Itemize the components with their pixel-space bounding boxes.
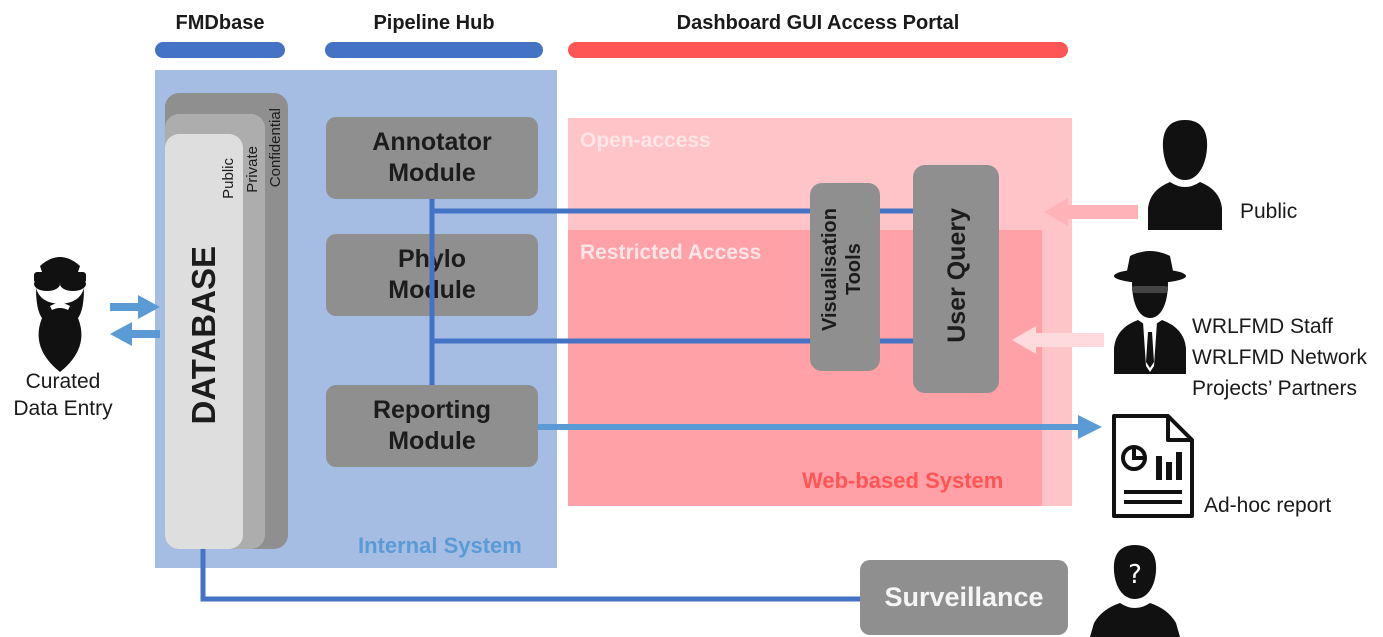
data-entry-arrows <box>110 295 160 346</box>
staff-label-3: Projects’ Partners <box>1192 377 1357 400</box>
annotator-module: Annotator Module <box>326 117 538 199</box>
report-document-icon <box>1112 414 1194 518</box>
visualisation-tools-label: Visualisation Tools <box>819 208 865 332</box>
restricted-access-label: Restricted Access <box>580 241 762 264</box>
web-based-system-label: Web-based System <box>802 468 1004 493</box>
header-bar-pipeline <box>325 42 543 58</box>
report-arrow <box>538 415 1102 439</box>
public-label: Public <box>1240 200 1298 223</box>
pipeline-connectors <box>200 199 915 602</box>
user-query-label: User Query <box>943 208 971 343</box>
staff-label-1: WRLFMD Staff <box>1192 315 1333 338</box>
spy-user-icon <box>1114 251 1186 374</box>
user-query-box <box>913 165 999 393</box>
svg-text:?: ? <box>1128 560 1142 590</box>
curated-data-entry-label: Curated Data Entry <box>13 370 113 421</box>
reporting-module: Reporting Module <box>326 385 538 467</box>
visualisation-tools-box <box>810 183 880 371</box>
header-dashboard: Dashboard GUI Access Portal <box>676 12 960 34</box>
header-pipeline: Pipeline Hub <box>373 12 495 34</box>
header-fmdbase: FMDbase <box>175 12 265 34</box>
header-bar-dashboard <box>568 42 1068 58</box>
database-layer-public <box>165 134 243 549</box>
public-user-icon <box>1148 120 1222 230</box>
bearded-person-icon <box>34 257 86 372</box>
header-bar-fmdbase <box>155 42 285 58</box>
surveillance-box: Surveillance <box>860 560 1068 635</box>
user-access-arrows <box>1012 198 1138 354</box>
staff-label-2: WRLFMD Network <box>1192 346 1368 369</box>
internal-system-label: Internal System <box>358 533 522 558</box>
unknown-person-icon: ? <box>1090 545 1180 637</box>
open-access-label: Open-access <box>580 129 711 152</box>
ad-hoc-report-label: Ad-hoc report <box>1204 494 1332 517</box>
